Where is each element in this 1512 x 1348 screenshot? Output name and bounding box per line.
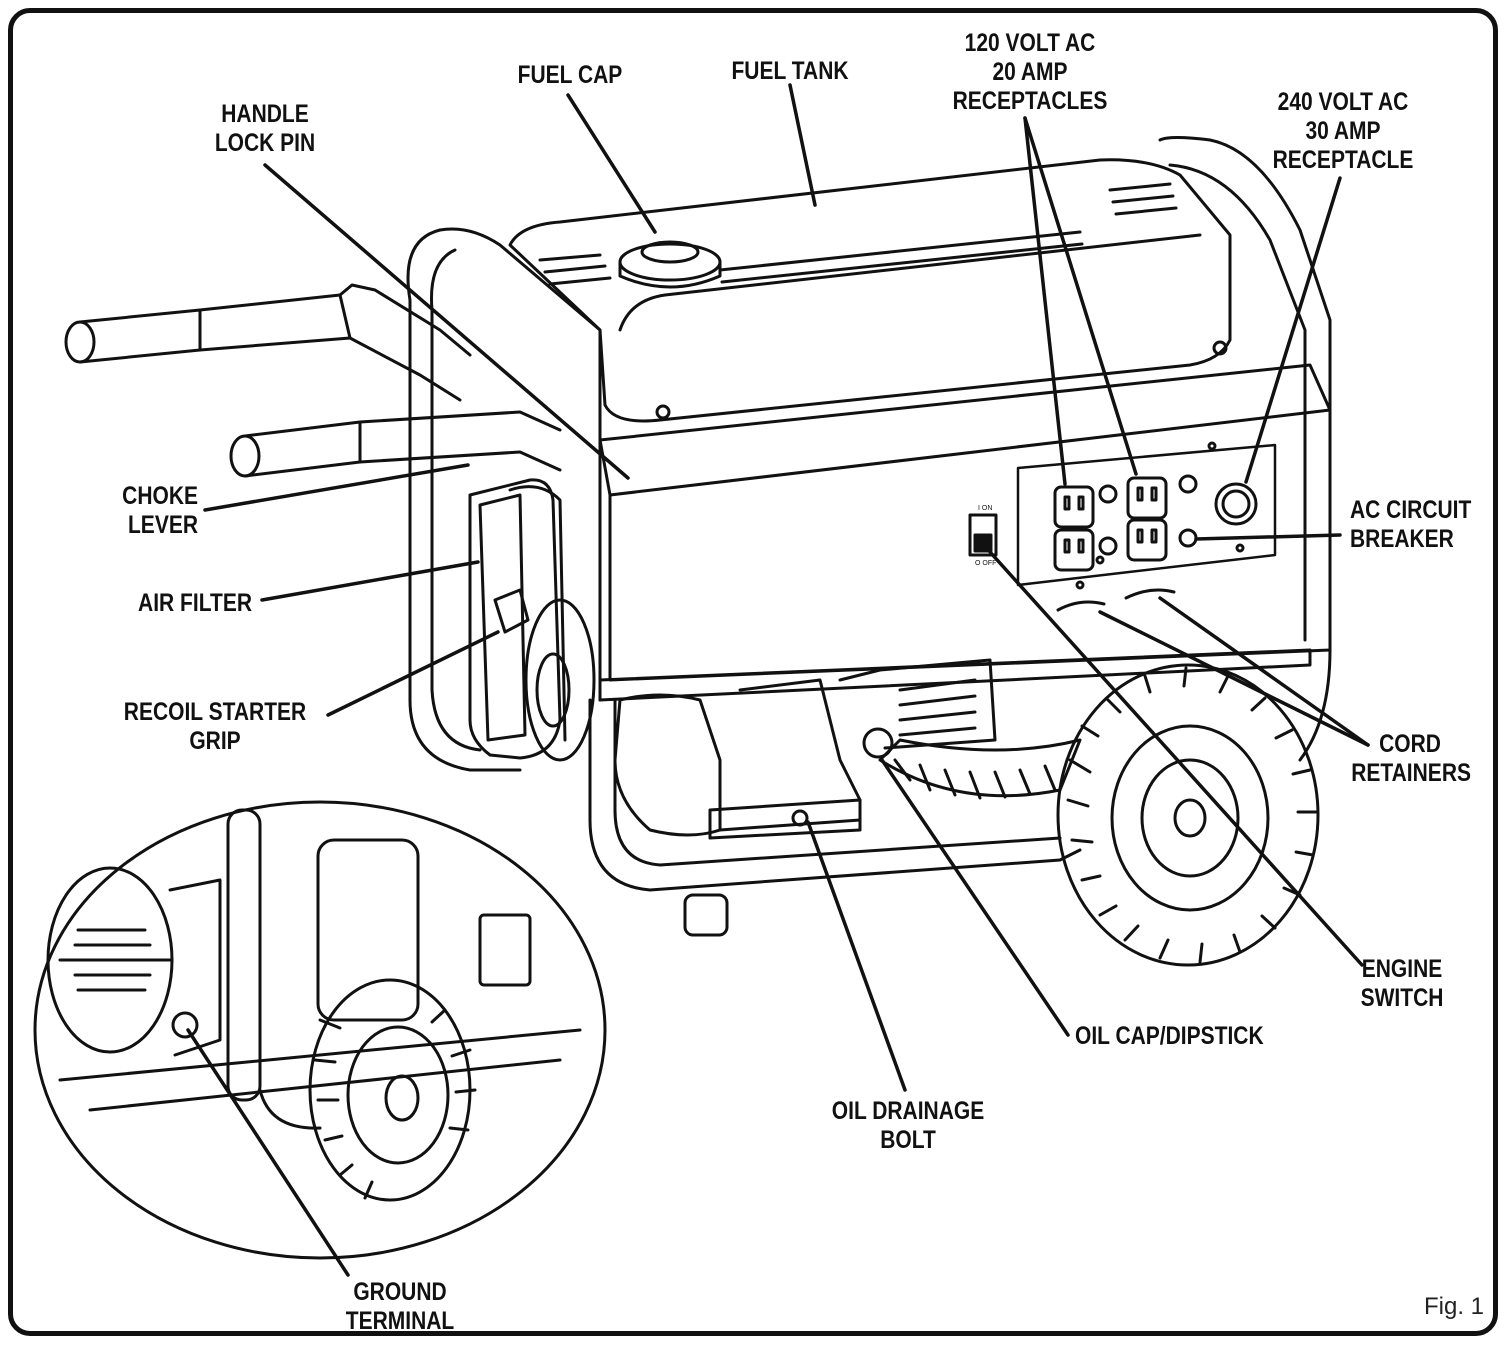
outlet-120-2: [1126, 476, 1168, 520]
inset-detail: [33, 800, 607, 1260]
air-filter: [468, 478, 567, 760]
leader-lines: [186, 83, 1370, 1277]
label-120v-receptacles: 120 VOLT AC 20 AMP RECEPTACLES: [952, 29, 1108, 115]
leader-120-a: [1023, 116, 1067, 486]
figure-label: Fig. 1: [1424, 1293, 1485, 1320]
outlet-120-4: [1126, 518, 1168, 562]
label-ground-terminal: GROUND TERMINAL: [345, 1278, 455, 1335]
label-oil-cap-dipstick: OIL CAP/DIPSTICK: [1075, 1022, 1264, 1050]
outlet-120-3: [1053, 528, 1095, 572]
label-ac-circuit-breaker: AC CIRCUIT BREAKER: [1350, 496, 1472, 553]
leader-choke: [203, 463, 470, 512]
label-fuel-tank: FUEL TANK: [731, 57, 849, 85]
leader-handle-lock-pin: [263, 163, 630, 480]
switch-on-text: I ON: [978, 505, 992, 512]
cord-retainer-2: [1124, 588, 1176, 600]
breaker-buttons: [1098, 474, 1198, 556]
leader-cord-b: [1158, 596, 1370, 747]
leader-120-b: [1023, 116, 1138, 476]
rear-wheel: [878, 738, 1082, 800]
leader-fuel-cap: [566, 93, 657, 234]
leader-fuel-tank: [788, 83, 817, 207]
leader-oil-drain: [806, 820, 907, 1092]
upper-handle: [64, 283, 472, 402]
engine-block: [613, 658, 997, 937]
frame-base: [588, 698, 1082, 892]
leader-air-filter: [260, 560, 480, 602]
lower-handle: [229, 410, 562, 478]
fuel-tank: [508, 158, 1232, 423]
engine-switch-body: [968, 513, 998, 557]
outlet-240: [1214, 482, 1258, 526]
frame-base-inner: [613, 698, 1062, 867]
leader-recoil: [326, 630, 500, 717]
figure-frame: [8, 8, 1498, 1336]
label-air-filter: AIR FILTER: [138, 589, 252, 617]
leader-240: [1244, 176, 1342, 484]
control-panel: [1016, 441, 1277, 590]
label-oil-drainage-bolt: OIL DRAINAGE BOLT: [831, 1097, 985, 1154]
recoil-starter: [493, 588, 596, 762]
leader-engine-switch: [988, 550, 1364, 967]
label-choke-lever: CHOKE LEVER: [122, 482, 198, 539]
frame-top-bar: [438, 227, 602, 442]
frame-rear-tube: [406, 228, 522, 772]
main-housing: [598, 363, 1332, 702]
label-fuel-cap: FUEL CAP: [517, 61, 623, 89]
front-wheel: [1056, 663, 1320, 967]
frame-rear-tube-inner: [429, 248, 482, 752]
label-engine-switch: ENGINE SWITCH: [1360, 955, 1444, 1012]
leader-ground: [186, 1028, 350, 1277]
fuel-cap: [618, 240, 722, 289]
frame-right-tube-inner: [1168, 163, 1307, 642]
label-handle-lock-pin: HANDLE LOCK PIN: [214, 100, 316, 157]
switch-off-text: O OFF: [975, 560, 996, 567]
cord-retainer-1: [1056, 600, 1106, 612]
label-recoil-starter-grip: RECOIL STARTER GRIP: [123, 698, 307, 755]
label-cord-retainers: CORD RETAINERS: [1351, 730, 1471, 787]
leader-oil-cap: [880, 758, 1070, 1037]
label-240v-receptacle: 240 VOLT AC 30 AMP RECEPTACLE: [1272, 88, 1414, 174]
outlet-120-1: [1053, 485, 1095, 529]
leader-ac-breaker: [1194, 533, 1342, 541]
leader-cord-a: [1098, 610, 1370, 747]
